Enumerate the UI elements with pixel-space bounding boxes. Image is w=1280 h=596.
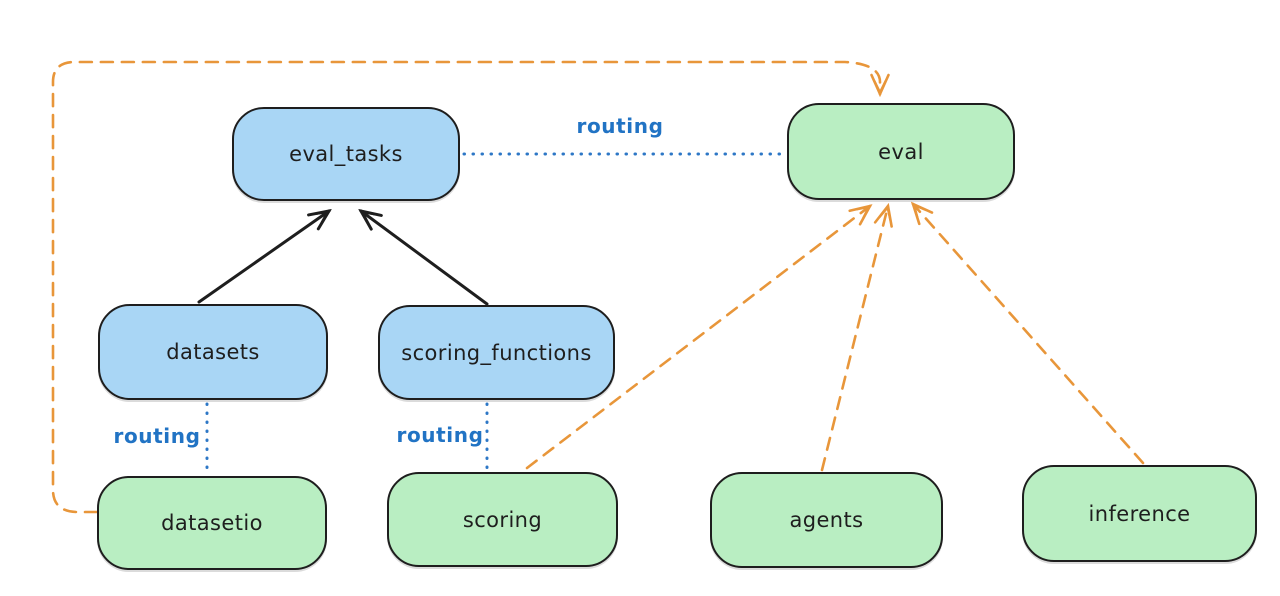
edge-datasets-to-eval-tasks xyxy=(197,211,329,304)
node-scoring-functions: scoring_functions xyxy=(378,305,615,400)
node-inference-label: inference xyxy=(1088,501,1191,526)
edge-agents-to-eval xyxy=(820,206,888,472)
node-agents-label: agents xyxy=(789,508,864,532)
node-datasets-label: datasets xyxy=(166,340,260,364)
node-datasetio: datasetio xyxy=(97,476,327,570)
edge-scoring-to-eval xyxy=(525,206,870,470)
node-scoring-label: scoring xyxy=(462,507,543,532)
node-scoring-functions-label: scoring_functions xyxy=(401,340,592,365)
edge-inference-to-eval xyxy=(913,204,1145,465)
edge-label-routing-eval-tasks-eval: routing xyxy=(576,114,664,138)
node-datasetio-label: datasetio xyxy=(161,511,263,535)
node-eval-tasks: eval_tasks xyxy=(232,107,460,201)
node-eval: eval xyxy=(787,103,1015,200)
edge-label-routing-scoring-functions-scoring: routing xyxy=(396,423,484,447)
node-scoring: scoring xyxy=(387,472,618,567)
node-agents: agents xyxy=(710,472,943,568)
node-inference: inference xyxy=(1022,465,1257,562)
node-eval-tasks-label: eval_tasks xyxy=(289,142,403,166)
edge-label-routing-datasets-datasetio: routing xyxy=(113,424,201,448)
node-datasets: datasets xyxy=(98,304,328,400)
edge-scoring-functions-to-eval-tasks xyxy=(361,211,489,306)
node-eval-label: eval xyxy=(878,139,924,164)
